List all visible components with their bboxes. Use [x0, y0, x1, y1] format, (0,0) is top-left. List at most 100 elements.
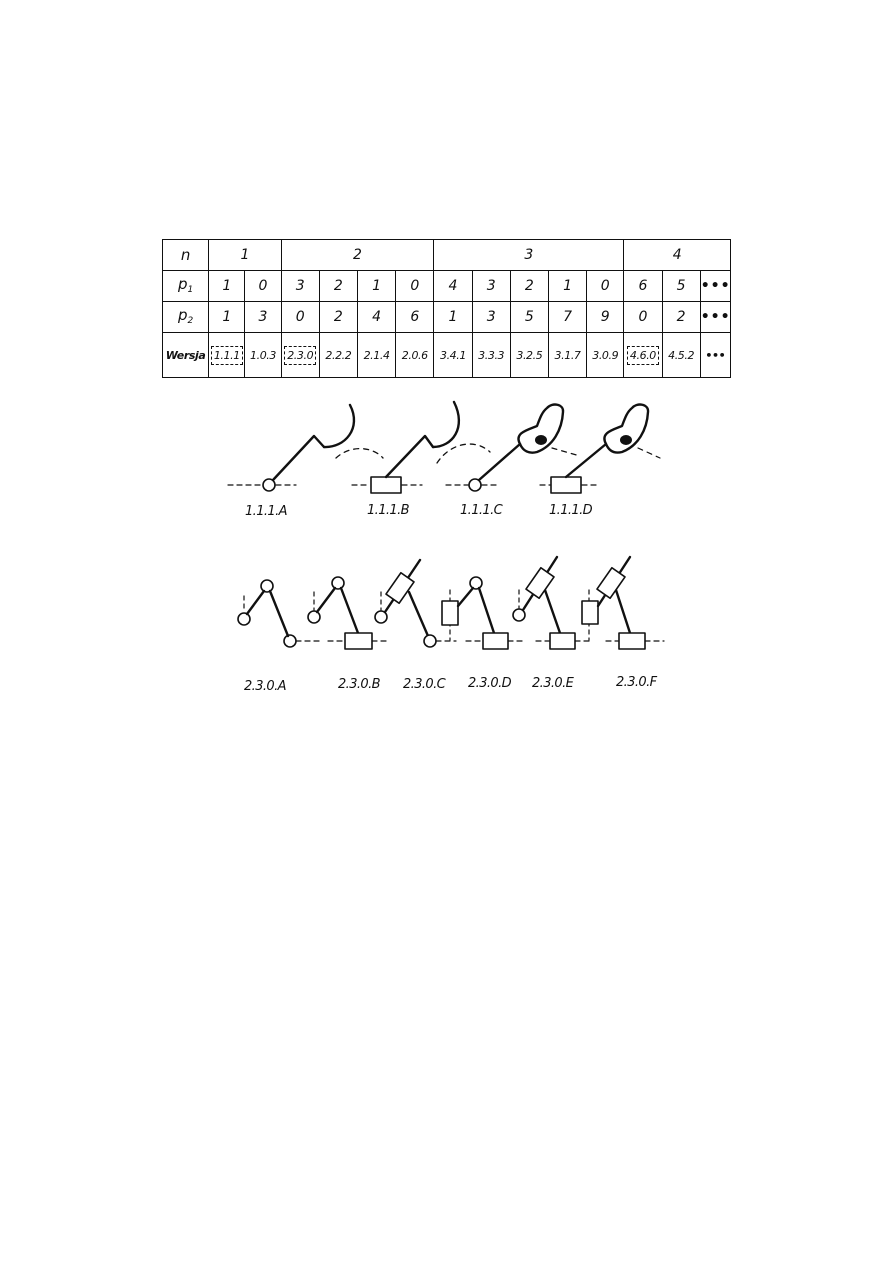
slider-block: [344, 632, 373, 650]
pivot-joint: [512, 608, 526, 622]
slider-block: [550, 476, 582, 494]
link: [245, 589, 290, 638]
version-cell: 3.4.1: [433, 332, 473, 378]
pivot-joint: [331, 576, 345, 590]
link: [456, 586, 496, 635]
slider-block: [581, 600, 599, 625]
roller: [535, 435, 547, 445]
p1-cell: 0: [395, 270, 435, 302]
sliding-sleeve: [385, 571, 415, 605]
mechanism-label: 1.1.1.C: [460, 503, 504, 518]
p1-cell: 0: [244, 270, 282, 302]
link: [271, 434, 326, 482]
kinematics-table: n 1 2 3 4 p1 1 0 3 2 1 0 4 3 2 1 0 6 5 •…: [161, 239, 732, 378]
row-label-wersja: Wersja: [161, 332, 210, 378]
mechanism-1-1-1-a: [227, 403, 384, 492]
pivot-joint: [260, 579, 274, 593]
pivot-joint: [374, 610, 388, 624]
slider-block: [370, 476, 402, 494]
dashed-guide: [637, 447, 661, 459]
version-cell: 3.1.7: [547, 332, 588, 378]
p2-cell: 2: [318, 301, 358, 333]
mechanism-2-3-0-b: [307, 576, 391, 650]
pivot-joint: [423, 634, 437, 648]
p1-more: •••: [699, 270, 732, 302]
table-row-n: n 1 2 3 4: [161, 239, 731, 271]
p1-cell: 6: [623, 270, 663, 302]
version-cell: 3.0.9: [586, 332, 625, 378]
pivot-joint: [468, 478, 482, 492]
version-highlight-box: 2.3.0: [284, 345, 317, 365]
version-highlight-box: 4.6.0: [626, 345, 659, 365]
row-label-p2: p2: [161, 301, 210, 333]
slider-block: [618, 632, 646, 650]
p1-cell: 2: [509, 270, 549, 302]
version-cell: 2.2.2: [318, 332, 358, 378]
mechanism-1-1-1-c: [445, 403, 581, 492]
mechanism-1-1-1-d: [539, 403, 661, 494]
mechanism-label: 1.1.1.B: [367, 503, 410, 518]
slider-block: [441, 600, 459, 626]
version-cell: 3.3.3: [471, 332, 511, 378]
table-row-wersja: Wersja 1.1.1 1.0.3 2.3.0 2.2.2 2.1.4 2.0…: [161, 332, 732, 378]
n-group-4: 4: [623, 239, 731, 271]
version-cell: 2.1.4: [356, 332, 397, 378]
version-cell: 2.0.6: [395, 332, 435, 378]
p1-cell: 5: [661, 270, 701, 302]
cam-arc: [431, 400, 460, 449]
p2-cell: 1: [433, 301, 473, 333]
slider-block: [549, 632, 576, 650]
row-label-n: n: [161, 239, 210, 271]
p1-cell: 2: [318, 270, 358, 302]
mechanism-label: 2.3.0.F: [616, 675, 658, 690]
mechanism-2-3-0-d: [441, 576, 525, 650]
p2-cell: 9: [586, 301, 625, 333]
sliding-sleeve: [596, 566, 626, 600]
mechanism-2-3-0-c: [374, 558, 457, 648]
version-more: •••: [699, 332, 732, 378]
dashed-guide: [551, 447, 581, 457]
p2-cell: 3: [244, 301, 282, 333]
mechanism-label: 2.3.0.C: [403, 677, 447, 692]
row-label-p1: p1: [161, 270, 210, 302]
version-cell-selected: 2.3.0: [280, 332, 320, 378]
version-cell-selected: 1.1.1: [208, 332, 246, 378]
mechanism-label: 2.3.0.B: [338, 677, 381, 692]
mechanism-1-1-1-b: [351, 400, 491, 494]
p1-cell: 0: [586, 270, 625, 302]
pivot-joint: [307, 610, 321, 624]
curved-slot-outer: [517, 403, 565, 454]
mechanism-label: 1.1.1.D: [549, 503, 593, 518]
mechanism-label: 1.1.1.A: [245, 504, 287, 519]
link: [384, 434, 435, 479]
mechanism-2-3-0-f: [581, 555, 665, 650]
pivot-joint: [283, 634, 297, 648]
version-cell: 3.2.5: [509, 332, 549, 378]
p2-cell: 0: [280, 301, 320, 333]
p2-cell: 0: [623, 301, 663, 333]
p2-cell: 3: [471, 301, 511, 333]
dashed-arc: [436, 443, 491, 464]
link: [477, 442, 522, 482]
dashed-arc: [335, 447, 384, 459]
mechanism-2-3-0-e: [512, 555, 591, 650]
pivot-joint: [237, 612, 251, 626]
cam-arc: [322, 403, 356, 449]
pivot-joint: [262, 478, 276, 492]
p1-cell: 4: [433, 270, 473, 302]
roller: [620, 435, 632, 445]
version-cell: 1.0.3: [244, 332, 282, 378]
p2-cell: 2: [661, 301, 701, 333]
link: [564, 442, 608, 479]
sliding-sleeve: [525, 566, 555, 600]
p1-cell: 3: [471, 270, 511, 302]
slider-block: [482, 632, 509, 650]
table-row-p1: p1 1 0 3 2 1 0 4 3 2 1 0 6 5 •••: [161, 270, 732, 302]
mechanism-label: 2.3.0.D: [468, 676, 512, 691]
version-cell: 4.5.2: [661, 332, 701, 378]
pivot-joint: [469, 576, 483, 590]
curved-slot-outer: [603, 403, 650, 454]
p2-cell: 6: [395, 301, 435, 333]
mechanism-2-3-0-a: [237, 579, 323, 648]
